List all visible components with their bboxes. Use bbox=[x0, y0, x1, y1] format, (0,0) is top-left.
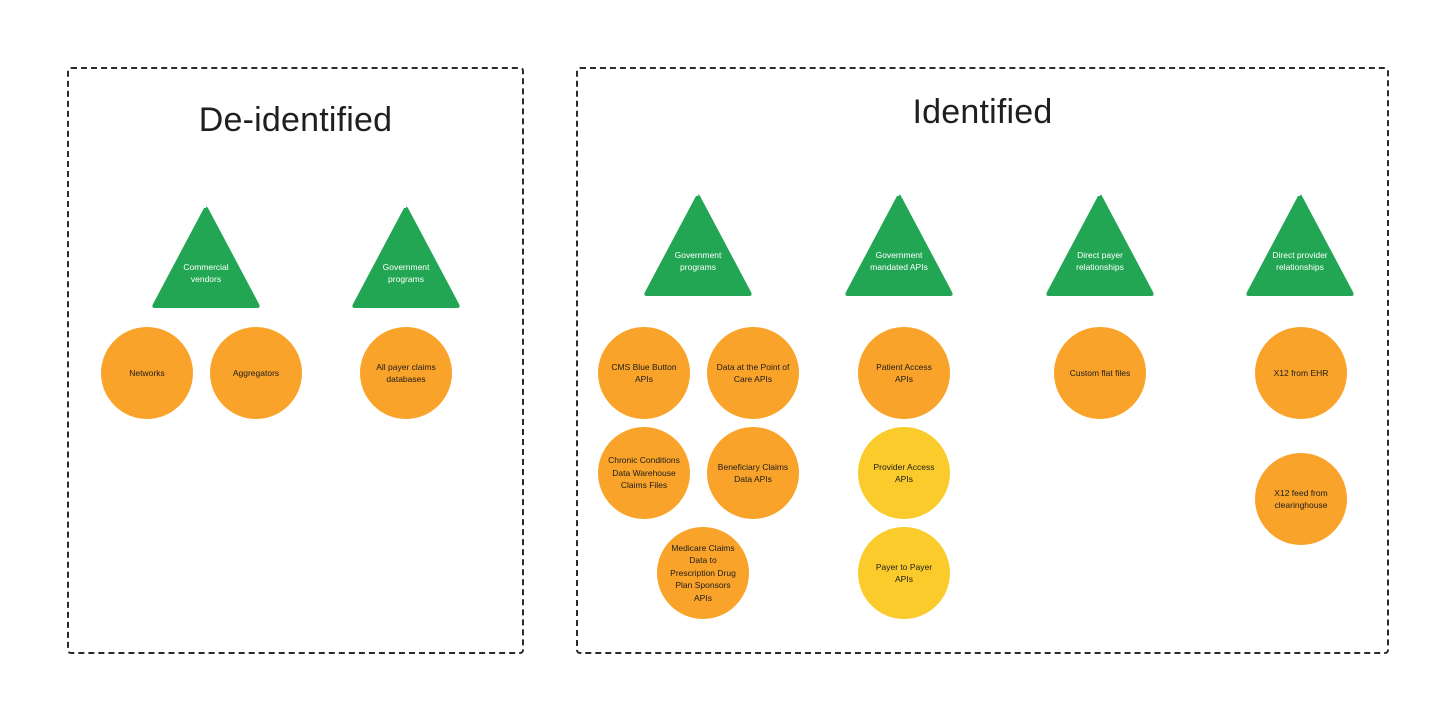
triangle-commercial-vendors: Commercial vendors bbox=[151, 204, 261, 308]
triangle-label: Government programs bbox=[674, 249, 722, 273]
triangle-government-programs: Government programs bbox=[351, 204, 461, 308]
circle-custom-flat-files: Custom flat files bbox=[1054, 327, 1146, 419]
triangle-shape bbox=[152, 206, 260, 308]
triangle-government-mandated-apis: Government mandated APIs bbox=[844, 192, 954, 296]
triangle-government-programs: Government programs bbox=[643, 192, 753, 296]
triangle-shape bbox=[1246, 194, 1354, 296]
triangle-shape bbox=[845, 194, 953, 296]
triangle-direct-payer-relationships: Direct payer relationships bbox=[1045, 192, 1155, 296]
deidentified-panel: De-identified bbox=[67, 67, 524, 654]
triangle-shape bbox=[644, 194, 752, 296]
deidentified-title: De-identified bbox=[198, 101, 393, 139]
triangle-label: Direct provider relationships bbox=[1272, 249, 1328, 273]
identified-title: Identified bbox=[912, 93, 1053, 131]
circle-cms-blue-button-apis: CMS Blue Button APIs bbox=[598, 327, 690, 419]
identified-panel: Identified bbox=[576, 67, 1389, 654]
circle-payer-to-payer-apis: Payer to Payer APIs bbox=[858, 527, 950, 619]
circle-all-payer-claims-databases: All payer claims databases bbox=[360, 327, 452, 419]
triangle-direct-provider-relationships: Direct provider relationships bbox=[1245, 192, 1355, 296]
triangle-shape bbox=[352, 206, 460, 308]
circle-aggregators: Aggregators bbox=[210, 327, 302, 419]
circle-patient-access-apis: Patient Access APIs bbox=[858, 327, 950, 419]
triangle-shape bbox=[1046, 194, 1154, 296]
circle-networks: Networks bbox=[101, 327, 193, 419]
triangle-label: Government mandated APIs bbox=[870, 249, 928, 273]
circle-medicare-claims-data-pdp-apis: Medicare Claims Data to Prescription Dru… bbox=[657, 527, 749, 619]
triangle-label: Direct payer relationships bbox=[1076, 249, 1124, 273]
circle-data-at-point-of-care-apis: Data at the Point of Care APIs bbox=[707, 327, 799, 419]
circle-x12-from-ehr: X12 from EHR bbox=[1255, 327, 1347, 419]
triangle-label: Commercial vendors bbox=[183, 261, 229, 285]
triangle-label: Government programs bbox=[382, 261, 430, 285]
circle-x12-feed-from-clearinghouse: X12 feed from clearinghouse bbox=[1255, 453, 1347, 545]
circle-beneficiary-claims-data-apis: Beneficiary Claims Data APIs bbox=[707, 427, 799, 519]
circle-provider-access-apis: Provider Access APIs bbox=[858, 427, 950, 519]
circle-chronic-conditions-data-warehouse: Chronic Conditions Data Warehouse Claims… bbox=[598, 427, 690, 519]
